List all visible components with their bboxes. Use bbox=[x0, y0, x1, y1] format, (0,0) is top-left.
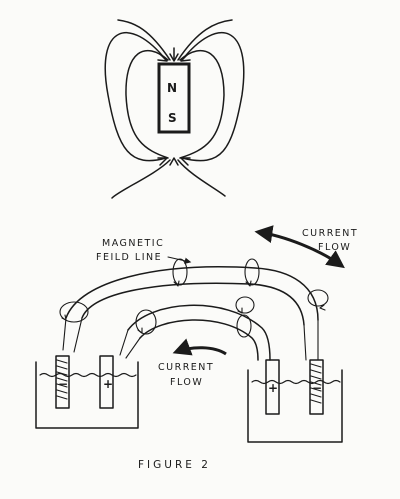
field-ring-3 bbox=[307, 289, 329, 307]
magnet-south-label: S bbox=[168, 111, 177, 125]
field-ring-1 bbox=[172, 258, 188, 286]
figure-caption: FIGURE 2 bbox=[138, 459, 211, 471]
left-cell-neg-plate bbox=[55, 355, 70, 409]
current-flow-arrow-top bbox=[254, 225, 345, 269]
right-cell-pos-label: + bbox=[268, 381, 278, 395]
right-cell-beaker bbox=[247, 369, 343, 443]
field-ring-7 bbox=[236, 314, 252, 338]
left-cell-beaker bbox=[35, 361, 139, 429]
current-flow-top-line1: CURRENT bbox=[302, 228, 358, 239]
wire-mid-outer bbox=[127, 304, 271, 361]
field-line-bottom-left bbox=[111, 159, 171, 199]
left-cell-pos-plate bbox=[99, 355, 114, 409]
current-flow-mid-line1: CURRENT bbox=[158, 362, 214, 373]
wire-mid-inner bbox=[139, 319, 259, 361]
field-ring-6 bbox=[135, 309, 157, 335]
wire-top-inner bbox=[81, 282, 305, 326]
magnet-north-label: N bbox=[167, 81, 177, 95]
field-ring-4 bbox=[59, 301, 89, 323]
magnet-body bbox=[157, 62, 191, 134]
right-cell-neg-label: − bbox=[312, 381, 322, 395]
magnetic-field-label-line2: FEILD LINE bbox=[96, 252, 162, 263]
right-cell: + − bbox=[247, 359, 343, 443]
left-cell-pos-label: + bbox=[103, 377, 113, 391]
field-loop-mid-left bbox=[125, 49, 169, 159]
field-ring-5 bbox=[235, 296, 255, 314]
right-cell-pos-plate bbox=[265, 359, 280, 415]
field-line-bottom-right bbox=[177, 159, 226, 197]
field-loop-outer-left bbox=[104, 32, 167, 162]
left-cell: − + bbox=[35, 355, 139, 429]
wire-top-outer bbox=[65, 266, 319, 321]
magnetic-label-pointer bbox=[167, 256, 192, 265]
right-cell-neg-plate bbox=[309, 359, 324, 415]
current-flow-top-line2: FLOW bbox=[318, 242, 351, 253]
current-circuit bbox=[59, 258, 329, 361]
field-ring-2 bbox=[244, 258, 260, 286]
field-loop-mid-right bbox=[179, 49, 225, 159]
current-flow-arrow-mid bbox=[172, 338, 227, 356]
field-line-top-left bbox=[117, 19, 171, 61]
current-flow-mid-line2: FLOW bbox=[170, 377, 203, 388]
magnetic-field-label-line1: MAGNETIC bbox=[102, 238, 164, 249]
field-line-top-right bbox=[177, 19, 233, 61]
bar-magnet-field: N S bbox=[104, 19, 245, 199]
left-cell-neg-label: − bbox=[58, 377, 68, 391]
field-loop-outer-right bbox=[181, 32, 245, 162]
